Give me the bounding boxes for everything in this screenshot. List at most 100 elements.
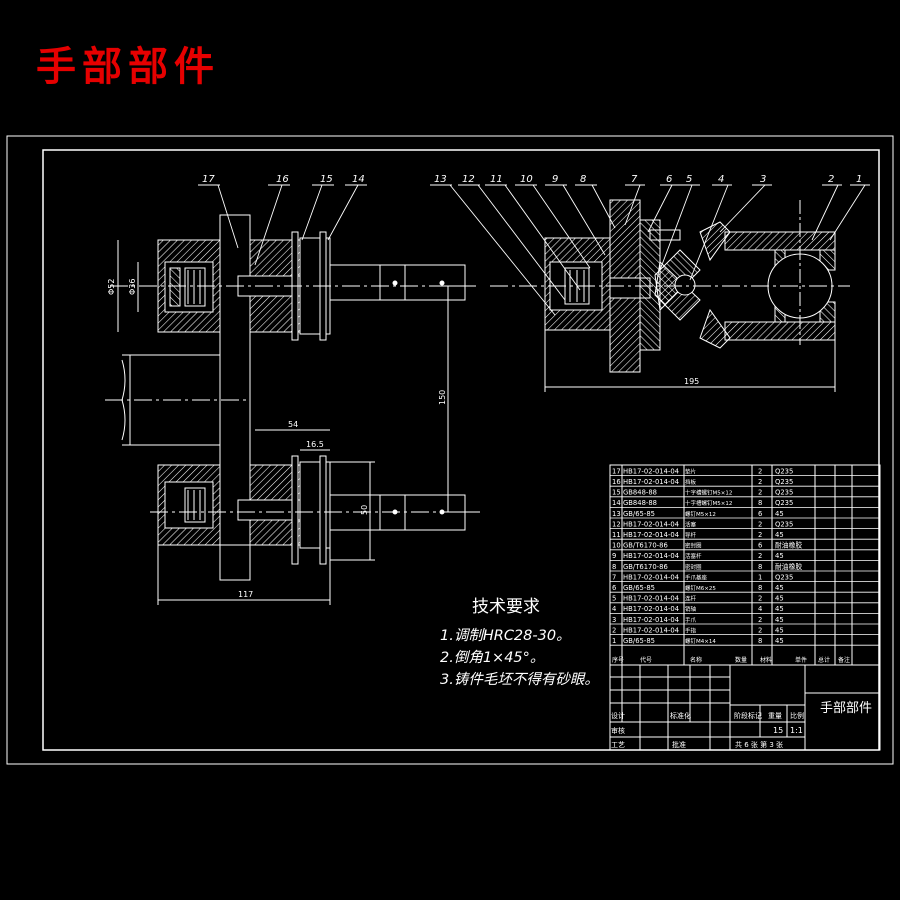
bom-cell-code: HB17-02-014-04: [623, 605, 679, 613]
bom-cell-no: 1: [612, 637, 616, 645]
leader-lines: [198, 184, 870, 316]
bom-cell-name: 挡板: [685, 478, 697, 486]
bom-cell-no: 17: [612, 467, 621, 475]
bom-cell-material: 45: [775, 605, 784, 613]
bom-cell-qty: 6: [758, 542, 762, 550]
bom-cell-code: GB/65-85: [623, 584, 655, 592]
bom-cell-material: Q235: [775, 520, 793, 528]
tech-heading: 技术要求: [472, 597, 540, 617]
tech-item: 2.倒角1×45°。: [440, 650, 545, 666]
bom-cell-qty: 2: [758, 595, 762, 603]
bom-header-cell: 序号: [612, 656, 624, 664]
bom-cell-no: 4: [612, 605, 616, 613]
bom-cell-name: 十字槽螺钉M5×12: [685, 489, 732, 497]
part-label: 17: [202, 174, 215, 185]
part-label: 11: [490, 174, 503, 185]
part-label: 8: [580, 174, 586, 185]
bom-cell-name: 密封圈: [685, 563, 702, 571]
bom-header-cell: 材料: [760, 656, 772, 664]
tech-item: 3.铸件毛坯不得有砂眼。: [440, 672, 599, 688]
bom-cell-code: GB/T6170-86: [623, 563, 668, 571]
part-label: 13: [434, 174, 447, 185]
bom-cell-material: Q235: [775, 499, 793, 507]
bom-cell-no: 9: [612, 552, 616, 560]
bom-cell-name: 螺钉M5×12: [685, 510, 716, 518]
bom-cell-material: Q235: [775, 467, 793, 475]
bom-cell-material: 耐油橡胶: [775, 541, 802, 550]
part-label: 3: [760, 174, 766, 185]
bom-cell-no: 13: [612, 510, 621, 518]
title-block-label: 设计: [611, 711, 625, 720]
bom-cell-material: Q235: [775, 573, 793, 581]
bom-cell-qty: 8: [758, 584, 762, 592]
dim-label: Φ36: [128, 279, 137, 295]
bom-header-cell: 单件: [795, 656, 807, 664]
bom-cell-qty: 2: [758, 531, 762, 539]
bom-cell-code: GB/65-85: [623, 510, 655, 518]
part-label: 2: [828, 174, 834, 185]
bom-header-cell: 备注: [838, 656, 850, 664]
bom-cell-name: 垫片: [685, 467, 696, 475]
bom-cell-qty: 8: [758, 563, 762, 571]
bom-cell-no: 15: [612, 489, 621, 497]
bom-cell-no: 6: [612, 584, 616, 592]
title-block-label: 比例: [790, 711, 804, 720]
part-label: 10: [520, 174, 533, 185]
dim-label: 195: [684, 377, 699, 386]
bom-cell-name: 十字槽螺钉M5×12: [685, 499, 732, 507]
bom-cell-no: 2: [612, 626, 616, 634]
dimension-labels: Φ52 Φ36 195 150 54 16.5 50 117: [107, 279, 699, 599]
left-view: [105, 214, 480, 605]
bom-cell-code: HB17-02-014-04: [623, 595, 679, 603]
bom-cell-code: HB17-02-014-04: [623, 478, 679, 486]
bom-cell-code: HB17-02-014-04: [623, 573, 679, 581]
bom-cell-no: 3: [612, 616, 616, 624]
title-block-label: 审核: [611, 726, 625, 735]
part-label: 16: [276, 174, 289, 185]
bom-cell-qty: 2: [758, 520, 762, 528]
bom-cell-no: 11: [612, 531, 621, 539]
bom-cell-no: 12: [612, 520, 621, 528]
bom-cell-qty: 2: [758, 616, 762, 624]
bom-cell-qty: 8: [758, 499, 762, 507]
bom-header-cell: 总计: [818, 656, 830, 664]
part-label: 7: [631, 174, 638, 185]
title-block-label: 重量: [768, 712, 782, 720]
bom-cell-code: HB17-02-014-04: [623, 616, 679, 624]
bom-cell-name: 活塞: [685, 520, 697, 528]
title-block-label: 阶段标记: [734, 711, 762, 720]
bom-cell-material: Q235: [775, 478, 793, 486]
bom-cell-no: 10: [612, 542, 621, 550]
dim-label: 16.5: [306, 440, 324, 449]
bom-cell-qty: 2: [758, 552, 762, 560]
dim-label: 117: [238, 590, 253, 599]
bom-cell-qty: 2: [758, 489, 762, 497]
title-block-label: 标准化: [670, 711, 691, 720]
bom-cell-code: HB17-02-014-04: [623, 552, 679, 560]
title-block-scale: 1:1: [790, 726, 803, 735]
title-block-sheets: 共 6 张 第 3 张: [735, 740, 783, 749]
dim-label: 54: [288, 420, 298, 429]
bom-cell-name: 导杆: [685, 531, 697, 539]
tech-item: 1.调制HRC28-30。: [440, 628, 571, 644]
bom-cell-name: 螺钉M4×14: [685, 637, 716, 645]
bom-cell-material: 耐油橡胶: [775, 562, 802, 571]
bom-cell-qty: 2: [758, 478, 762, 486]
bom-cell-material: 45: [775, 595, 784, 603]
right-view: [490, 199, 850, 392]
part-label: 9: [552, 174, 558, 185]
title-block-label: 批准: [672, 740, 686, 749]
bom-cell-name: 密封圈: [685, 542, 702, 550]
bom-cell-no: 7: [612, 573, 616, 581]
bom-cell-code: GB/T6170-86: [623, 542, 668, 550]
part-label: 1: [856, 174, 862, 185]
bom-cell-material: Q235: [775, 489, 793, 497]
bom-cell-code: GB848-88: [623, 489, 657, 497]
bom-cell-name: 销轴: [685, 605, 697, 613]
bom-cell-name: 活塞杆: [685, 552, 702, 560]
bom-header-cell: 名称: [690, 656, 702, 664]
inner-frame: [42, 149, 880, 751]
bom-cell-code: HB17-02-014-04: [623, 626, 679, 634]
